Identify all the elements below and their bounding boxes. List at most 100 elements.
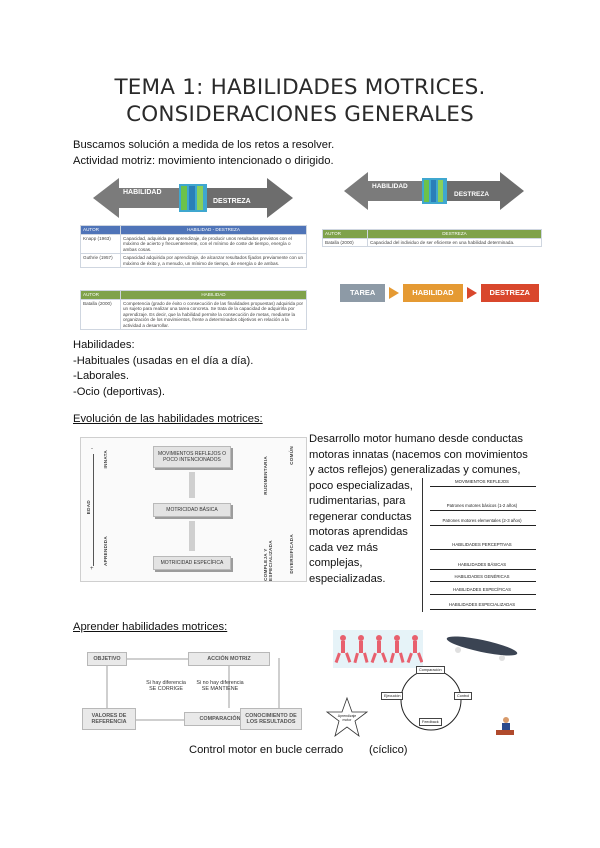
habilidades-heading: Habilidades: [73,339,135,351]
reflejos-box: MOVIMIENTOS REFLEJOS O POCO INTENCIONADO… [153,446,231,468]
cell-author: Batalla (2000) [322,237,368,247]
cycle-node: Feedback [419,718,442,726]
desarrollo-line: especializadas. [309,572,386,585]
header-autor: AUTOR [322,229,368,239]
cell-author: Guthrie (1957) [80,253,121,268]
destreza-label: DESTREZA [213,198,251,205]
pyramid-divider [430,594,536,595]
pyramid-divider [430,569,536,570]
pyramid-level: Patrones motores básicos (1-2 años) [446,503,518,508]
pyramid-level: HABILIDADES GENÉRICAS [454,574,510,579]
star-icon [325,696,369,738]
tarea-box: TAREA [340,284,386,302]
cell-definition: Capacidad del individuo de ser eficiente… [367,237,542,247]
pyramid-axis [422,478,423,612]
age-axis-line [93,454,94,566]
conocimiento-resultados-box: CONOCIMIENTO DE LOS RESULTADOS [240,708,302,730]
cell-definition: Capacidad adquirida por aprendizaje, de … [120,253,307,268]
diff-mantiene-text: Si no hay diferencia SE MANTIENE [196,680,244,692]
valores-referencia-box: VALORES DE REFERENCIA [82,708,136,730]
page-title: TEMA 1: HABILIDADES MOTRICES. CONSIDERAC… [0,74,600,128]
desarrollo-line: poco especializadas, [309,479,413,492]
list-item: -Laborales. [73,370,129,382]
pyramid-level: HABILIDADES ESPECÍFICAS [452,587,512,592]
arrow-right-icon [466,287,477,299]
pyramid-divider [430,510,536,511]
diff-corrige-text: Si hay diferencia SE CORRIGE [146,680,186,692]
runner-sequence-image [333,630,424,668]
star-label: Aprendizaje motor [337,714,357,722]
habilidad-label-2: HABILIDAD [372,183,408,190]
arrow-right-icon [389,287,400,299]
intro-text: Buscamos solución a medida de los retos … [73,138,334,169]
down-arrow-icon [189,521,195,551]
pyramid-divider [430,609,536,610]
aprendida-label: APRENDIDA [103,536,108,567]
plus-sign: + [90,566,94,572]
pyramid-level: Patrones motores elementales (2-3 años) [442,518,522,523]
desarrollo-line: regenerar conductas [309,510,412,523]
header-concept: HABILIDAD - DESTREZA [120,225,307,235]
cell-author: Batalla (2000) [80,298,121,330]
aprender-heading: Aprender habilidades motrices: [73,621,228,633]
destreza-box: DESTREZA [480,284,539,302]
skateboard-icon [446,636,518,661]
pyramid-level: MOVIMIENTOS REFLEJOS [455,479,509,484]
desarrollo-line: y actos reflejos) generalizadas y comune… [309,464,521,476]
innata-label: INNATA [103,450,108,469]
pyramid-divider [430,525,536,526]
star-graphic: Aprendizaje motor [325,696,369,738]
flow-connector [228,666,230,708]
desarrollo-line: motoras aprendidas [309,526,408,538]
flow-connector [136,719,184,721]
caption-bucle: Control motor en bucle cerrado [189,744,344,756]
cycle-node: Comparación [416,666,445,674]
objetivo-box: OBJETIVO [87,652,127,666]
intro-line-1: Buscamos solución a medida de los retos … [73,139,335,151]
table-destreza: AUTOR DESTREZA Batalla (2000) Capacidad … [322,229,542,247]
header-autor: AUTOR [80,225,121,235]
table-habilidad: AUTOR HABILIDAD Batalla (2000) Competenc… [80,290,307,330]
table-habilidad-destreza: AUTOR HABILIDAD - DESTREZA Knapp (1963) … [80,225,307,268]
title-line-2: CONSIDERACIONES GENERALES [126,102,474,127]
cycle-node: Ejecución [381,692,404,700]
pyramid-level: HABILIDADES PERCEPTIVAS [452,542,512,547]
compleja-label: COMPLEJA Y ESPECIALIZADA [263,540,273,581]
edad-label: EDAD [86,500,91,515]
rudimentaria-label: RUDIMENTARIA [263,456,268,495]
habilidades-section: Habilidades: -Habituales (usadas en el d… [73,338,253,400]
list-item: -Ocio (deportivas). [73,385,166,398]
table-header: AUTOR HABILIDAD [80,290,307,300]
evolucion-diagram: - + EDAD INNATA APRENDIDA MOVIMIENTOS RE… [80,437,307,582]
athlete-icon [496,717,514,735]
desarrollo-line: rudimentarias, para [309,495,406,507]
flow-connector [278,658,280,708]
runner-figures [334,635,424,664]
habilidad-destreza-arrow-left: HABILIDAD DESTREZA [93,176,293,220]
motricidad-especifica-box: MOTRICIDAD ESPECÍFICA [153,556,231,570]
table-row: Batalla (2000) Capacidad del individuo d… [322,237,542,247]
cell-author: Knapp (1963) [80,233,121,254]
double-arrow-graphic [93,178,293,218]
desarrollo-line: motoras innatas (nacemos con movimientos [309,448,528,461]
cycle-node: Control [454,692,473,700]
desarrollo-line: Desarrollo motor humano desde conductas [309,433,523,445]
habilidad-label: HABILIDAD [123,189,162,196]
skateboard-image [444,634,522,664]
desarrollo-text: Desarrollo motor humano desde conductas … [309,432,549,587]
pyramid-divider [430,581,536,582]
table-row: Batalla (2000) Competencia (grado de éxi… [80,298,307,330]
diversificada-label: DIVERSIFICADA [289,534,294,574]
habilidad-box: HABILIDAD [403,284,463,302]
evolucion-heading: Evolución de las habilidades motrices: [73,413,263,425]
flow-connector [106,666,108,708]
header-concept: HABILIDAD [120,290,307,300]
table-header: AUTOR DESTREZA [322,229,542,239]
accion-motriz-box: ACCIÓN MOTRIZ [188,652,270,666]
list-item: -Habituales (usadas en el día a día). [73,354,254,367]
table-row: Guthrie (1957) Capacidad adquirida por a… [80,253,307,268]
athlete-image [490,716,518,738]
cell-definition: Capacidad, adquirida por aprendizaje, de… [120,233,307,254]
intro-line-2: Actividad motriz: movimiento intencionad… [73,154,334,167]
